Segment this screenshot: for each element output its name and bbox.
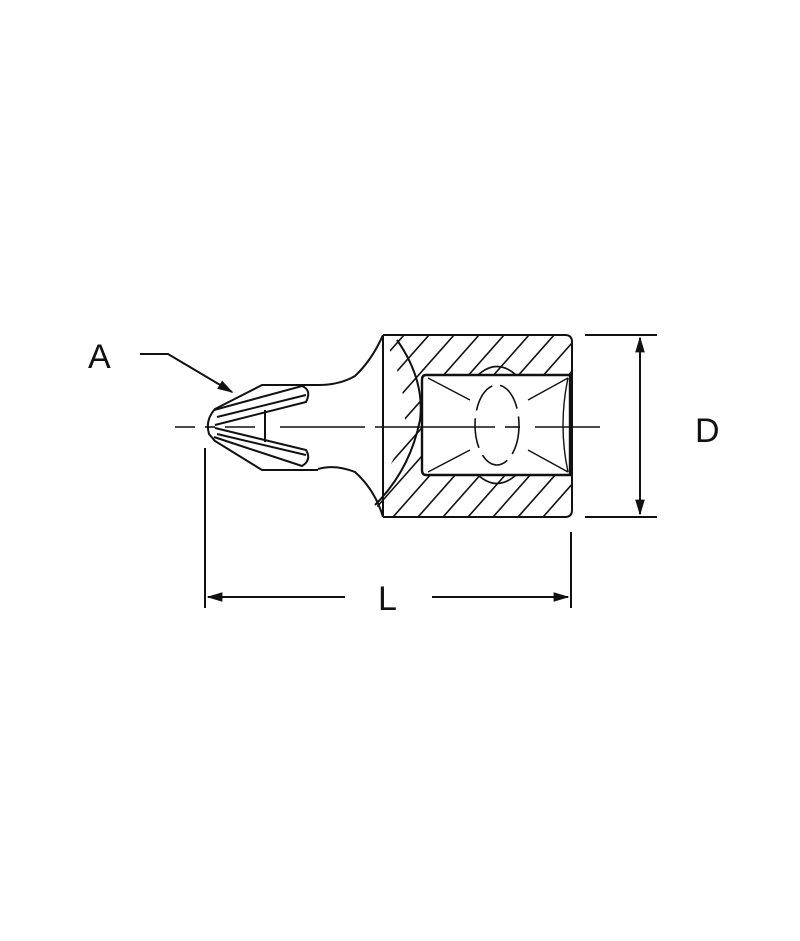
label-d: D	[695, 412, 720, 450]
phillips-bit-tip	[206, 384, 318, 471]
dimension-d	[585, 334, 657, 518]
dimension-l	[204, 448, 572, 608]
square-drive-cavity	[420, 365, 572, 485]
label-a: A	[88, 338, 111, 376]
label-l: L	[378, 580, 397, 618]
socket-body	[317, 334, 573, 518]
leader-a	[140, 353, 234, 393]
section-hatching	[372, 335, 572, 517]
